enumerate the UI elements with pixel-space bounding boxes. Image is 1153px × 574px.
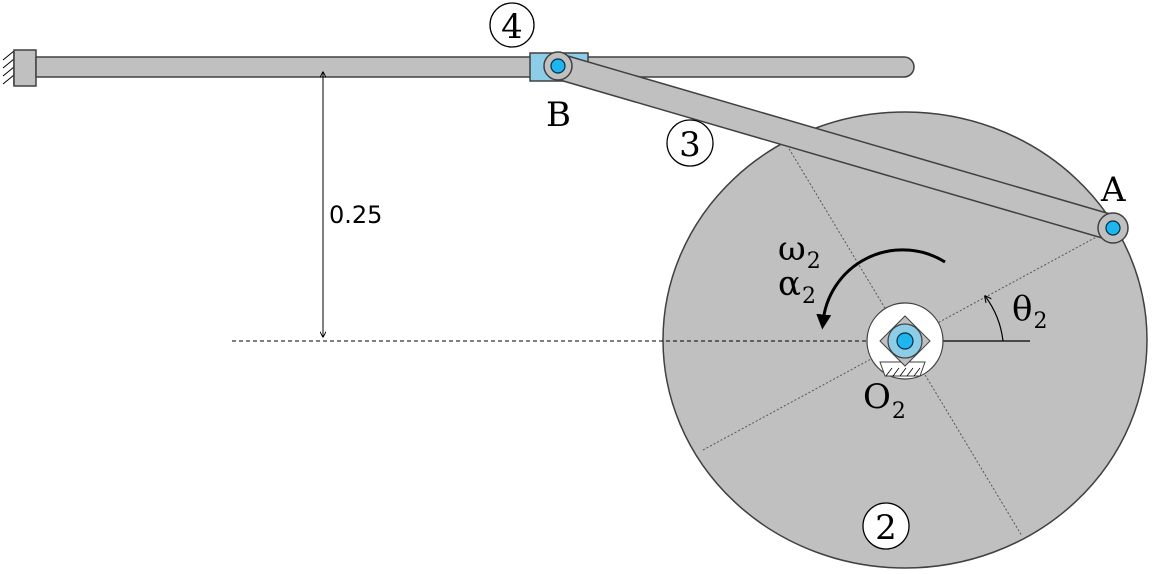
joint-a-pin	[1105, 220, 1121, 236]
point-a-label: A	[1100, 170, 1126, 210]
ground-wall	[2, 49, 37, 87]
pivot-label: O2	[863, 377, 906, 424]
pivot-o2	[866, 302, 944, 380]
alpha-label: α2	[778, 264, 816, 309]
offset-dimension-label: 0.25	[329, 201, 382, 229]
rotation-arrow	[816, 248, 946, 330]
link-4-label: 4	[489, 2, 535, 48]
slider-rail	[35, 56, 915, 78]
link-3-label: 3	[666, 119, 714, 167]
link-2-label: 2	[862, 502, 910, 550]
theta-arc	[985, 296, 1004, 342]
svg-text:2: 2	[875, 508, 897, 548]
joint-b-pin	[550, 58, 566, 74]
theta-label: θ2	[1012, 289, 1047, 334]
svg-text:4: 4	[501, 7, 523, 47]
omega-label: ω2	[778, 229, 821, 274]
svg-text:3: 3	[679, 125, 701, 165]
point-b-label: B	[546, 95, 571, 135]
